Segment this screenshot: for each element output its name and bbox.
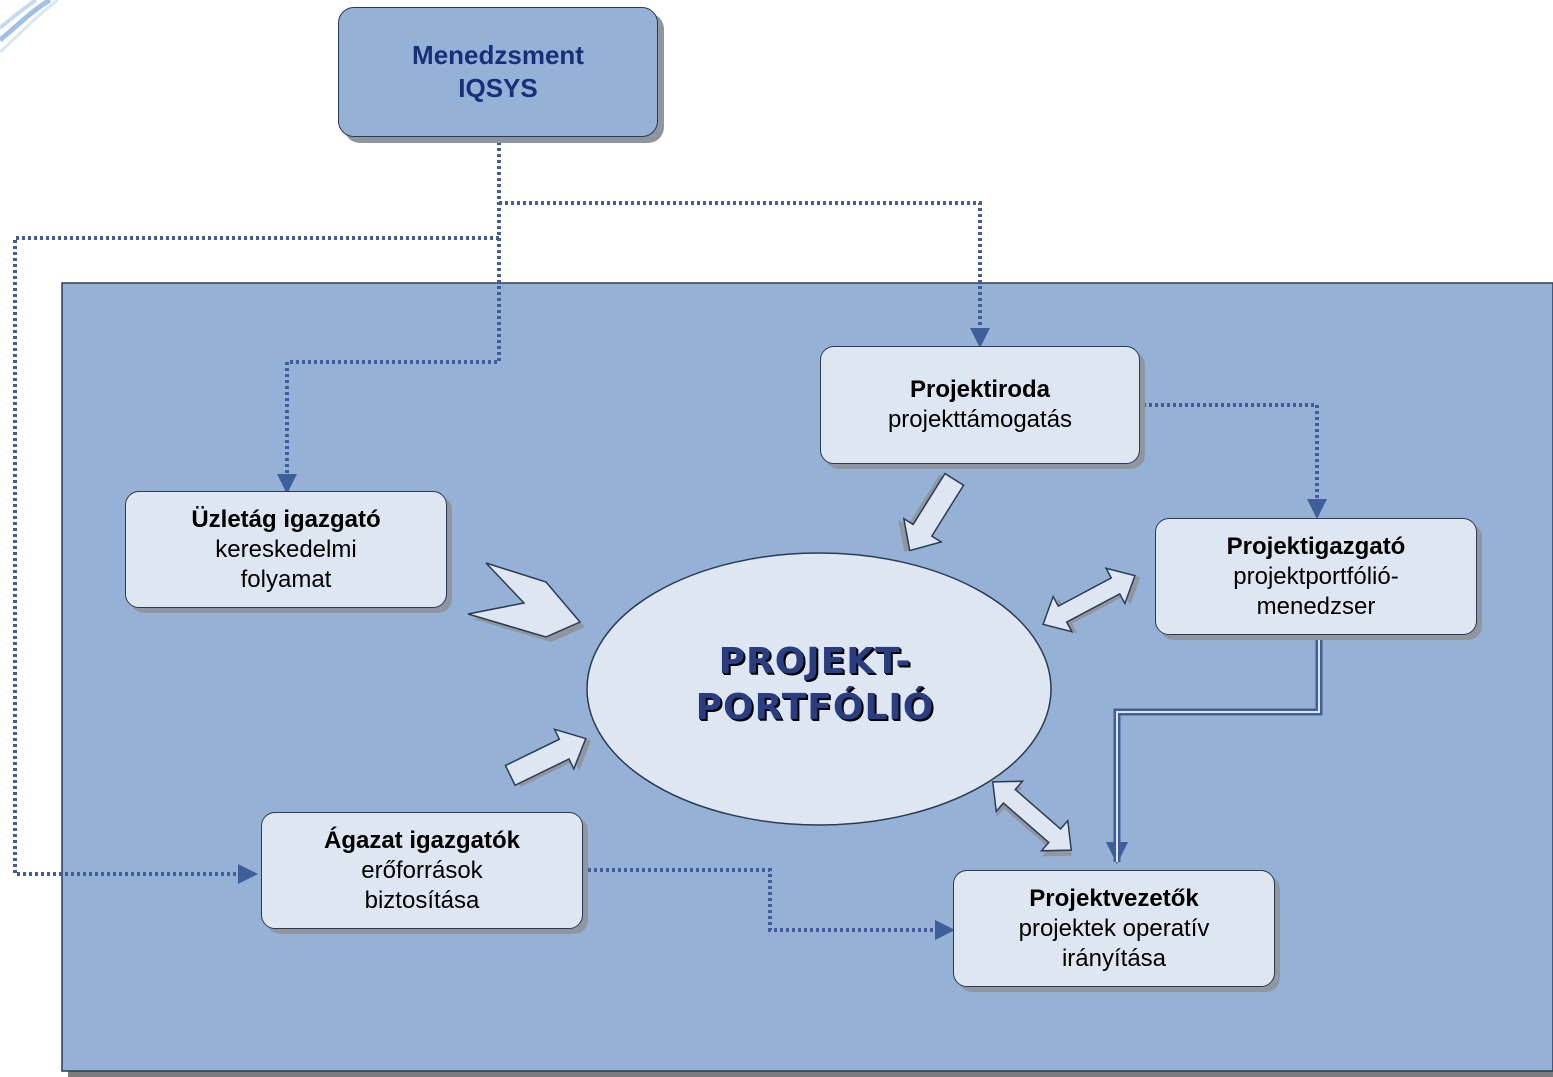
- projektigazgato-title: Projektigazgató: [1226, 532, 1406, 560]
- arrow-projektiroda-to-center: [902, 472, 965, 552]
- dotted-connectors: [13, 142, 1327, 940]
- projektigazgato-line3: menedzser: [1256, 592, 1376, 620]
- double-arrow-projektvezetok: [991, 780, 1073, 852]
- arrow-agazat-to-center: [504, 728, 587, 787]
- connector-mgmt-to-agazat: [13, 236, 499, 884]
- connector-agazat-to-projektvezetok: [588, 868, 955, 940]
- projektiroda-box: Projektiroda projekttámogatás: [820, 346, 1140, 464]
- agazat-title: Ágazat igazgatók: [323, 826, 521, 854]
- menedzsment-subtitle: IQSYS: [458, 73, 538, 103]
- agazat-line2: erőforrások: [361, 856, 483, 884]
- chevron-arrow-uzletag-front: [467, 562, 582, 638]
- portfolio-ellipse: [586, 552, 1052, 826]
- decorative-swoosh: [0, 0, 59, 54]
- portfolio-label: PROJEKT- PORTFÓLIÓ: [590, 630, 1040, 740]
- double-arrow-projektigazgato: [1042, 567, 1136, 633]
- uzletag-title: Üzletág igazgató: [191, 505, 381, 533]
- projektigazgato-box: Projektigazgató projektportfólió- menedz…: [1155, 518, 1477, 635]
- connector-mgmt-to-projektiroda: [499, 201, 990, 348]
- portfolio-label-line2: PORTFÓLIÓ: [695, 687, 935, 728]
- uzletag-line3: folyamat: [240, 565, 332, 593]
- portfolio-label-line1: PROJEKT-: [718, 641, 912, 682]
- projektvezetok-line3: irányítása: [1061, 944, 1167, 972]
- projektigazgato-line2: projektportfólió-: [1233, 562, 1399, 590]
- connector-mgmt-to-uzletag: [277, 142, 501, 494]
- projektvezetok-line2: projektek operatív: [1018, 914, 1210, 942]
- menedzsment-title: Menedzsment: [412, 40, 584, 70]
- uzletag-line2: kereskedelmi: [215, 535, 357, 563]
- menedzsment-box: Menedzsment IQSYS: [338, 7, 658, 137]
- connector-projektiroda-to-projektigazgato: [1143, 403, 1327, 519]
- solid-connector-projektigazgato-to-projektvezetok: [1105, 636, 1323, 865]
- projektvezetok-title: Projektvezetők: [1029, 884, 1199, 912]
- agazat-line3: biztosítása: [364, 886, 480, 914]
- projektiroda-title: Projektiroda: [909, 376, 1051, 403]
- agazat-box: Ágazat igazgatók erőforrások biztosítása: [261, 812, 583, 929]
- projektvezetok-box: Projektvezetők projektek operatív irányí…: [953, 870, 1275, 987]
- projektiroda-subtitle: projekttámogatás: [887, 406, 1073, 433]
- uzletag-box: Üzletág igazgató kereskedelmi folyamat: [125, 491, 447, 608]
